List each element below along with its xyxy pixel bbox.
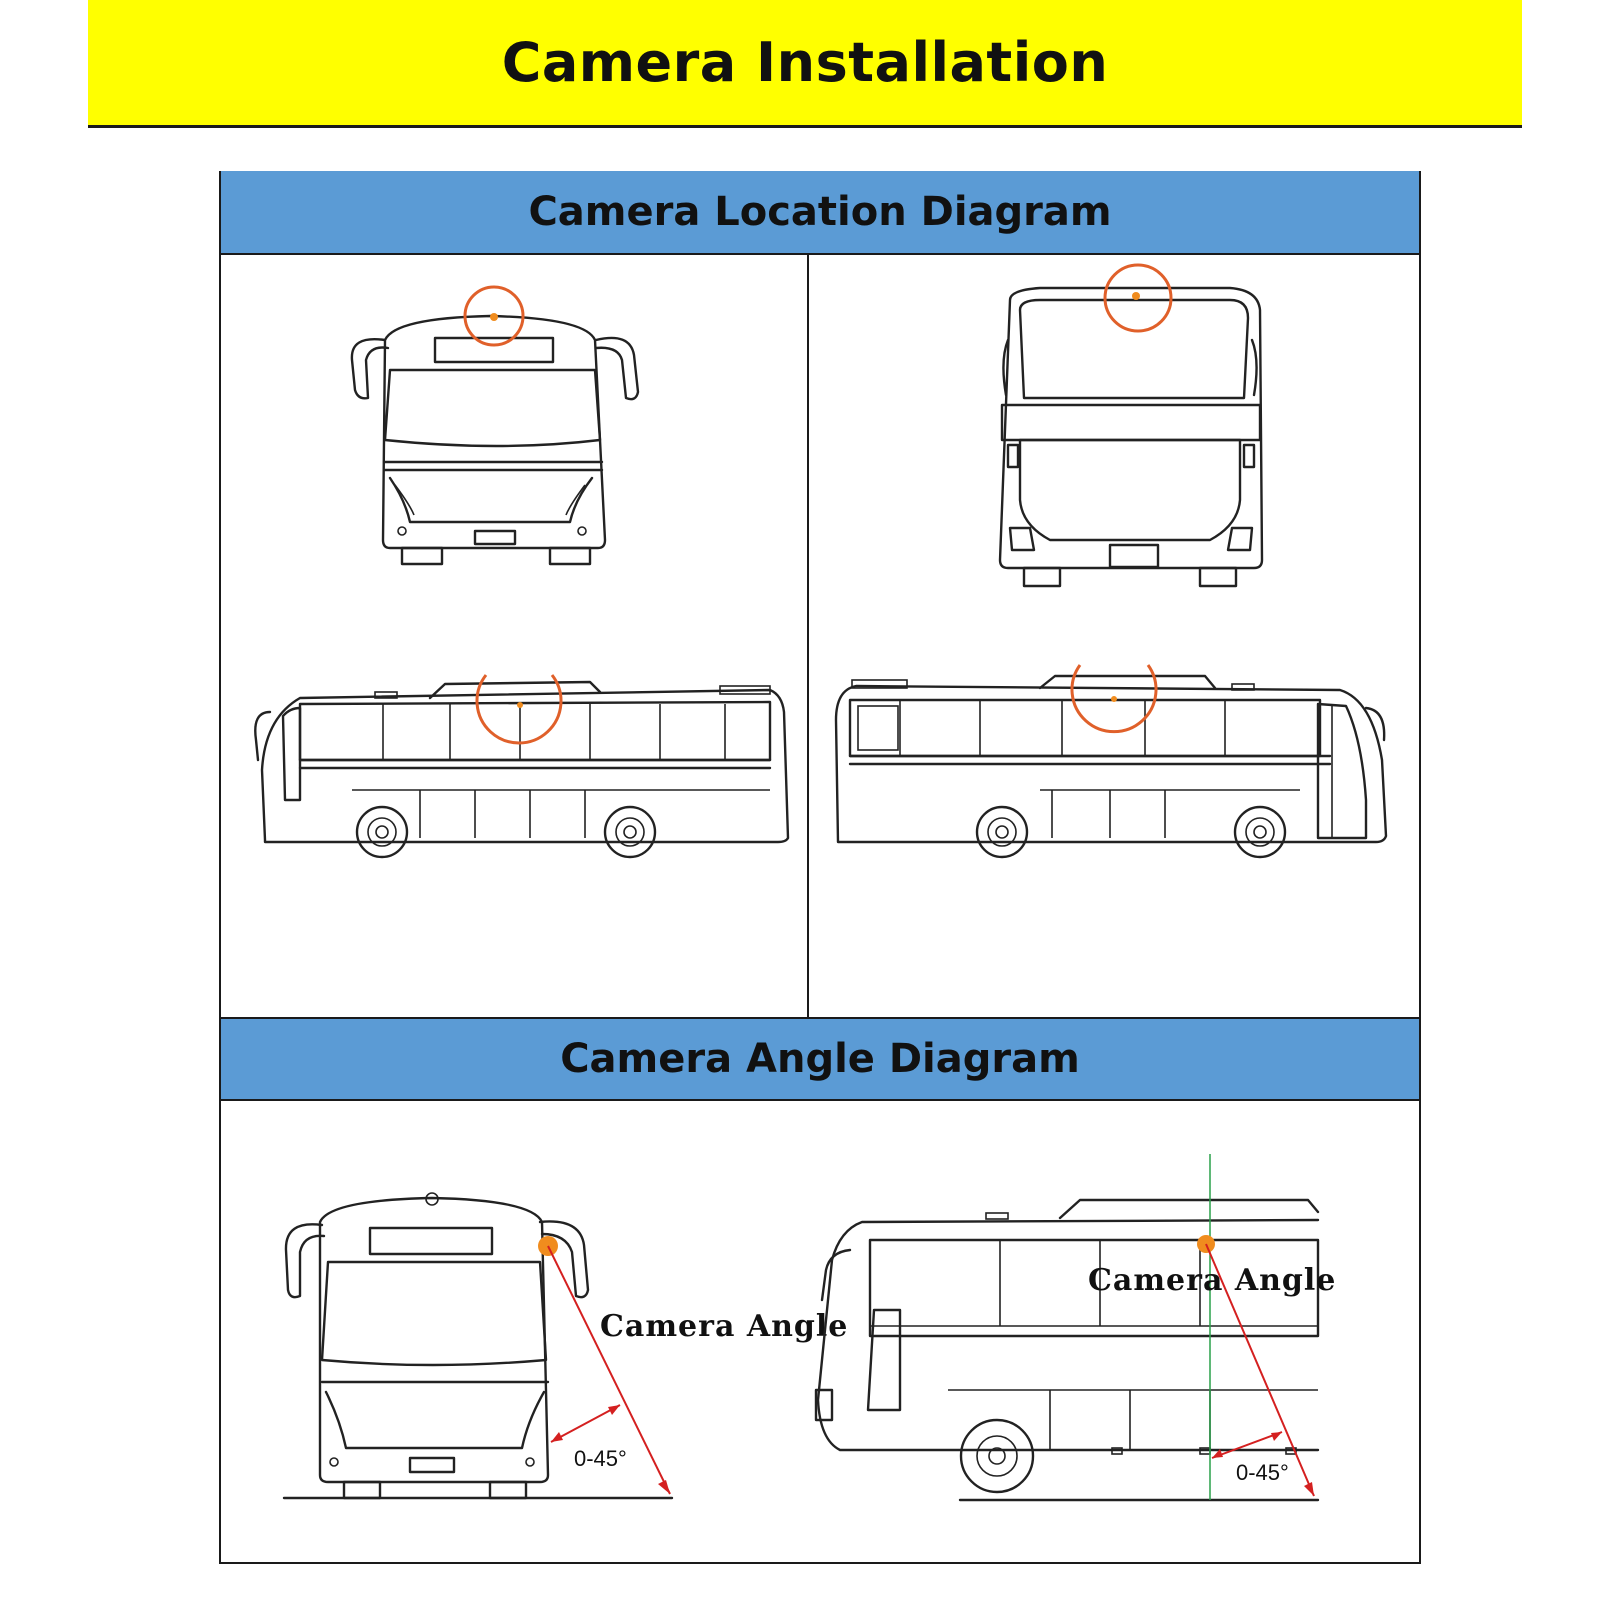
bus-side-view-right bbox=[834, 664, 1388, 859]
angle-label-front: Camera Angle bbox=[600, 1309, 848, 1344]
camera-location-marker-rear bbox=[1103, 263, 1173, 333]
angle-bus-front bbox=[282, 1192, 674, 1500]
angle-bus-side bbox=[814, 1154, 1320, 1502]
title-banner: Camera Installation bbox=[88, 0, 1522, 128]
diagram-frame: Camera Location Diagram Camera Angle Dia… bbox=[219, 171, 1421, 1564]
camera-location-marker-side-right bbox=[1070, 664, 1158, 734]
angle-section-title: Camera Angle Diagram bbox=[560, 1036, 1080, 1082]
bus-side-view-left bbox=[254, 674, 790, 859]
angle-section-header: Camera Angle Diagram bbox=[221, 1017, 1419, 1101]
bus-front-view bbox=[350, 285, 640, 566]
location-section-header: Camera Location Diagram bbox=[221, 171, 1419, 255]
page-title: Camera Installation bbox=[501, 31, 1109, 94]
camera-location-marker-front bbox=[463, 285, 525, 347]
angle-range-side: 0-45° bbox=[1236, 1460, 1289, 1485]
camera-location-marker-side-left bbox=[475, 674, 563, 745]
angle-range-front: 0-45° bbox=[574, 1446, 627, 1471]
location-section-title: Camera Location Diagram bbox=[528, 189, 1112, 235]
angle-label-side: Camera Angle bbox=[1088, 1263, 1336, 1298]
bus-rear-view bbox=[998, 263, 1264, 588]
panel-divider bbox=[807, 255, 809, 1017]
